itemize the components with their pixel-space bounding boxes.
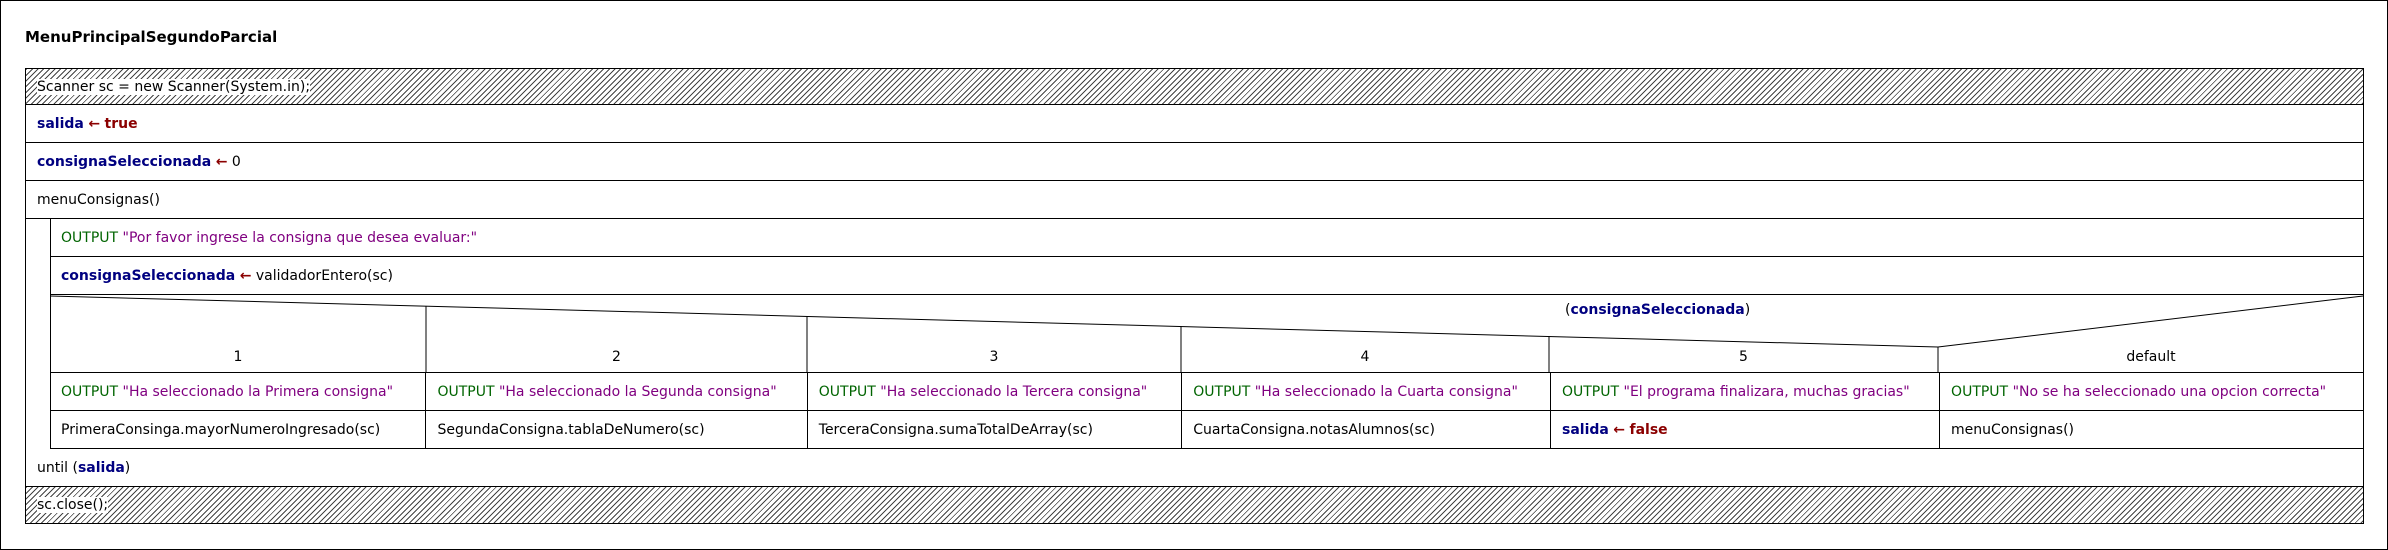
case-output-row: OUTPUT "Ha seleccionado la Primera consi… (50, 373, 2364, 411)
assign-arrow-icon: ← (215, 153, 228, 170)
init-salida: salida ← true (25, 105, 2364, 143)
call-menu-text: menuConsignas() (37, 191, 160, 208)
diagram-title: MenuPrincipalSegundoParcial (25, 28, 278, 46)
scanner-statement: Scanner sc = new Scanner(System.in); (25, 68, 2364, 105)
case-default-action: menuConsignas() (1939, 411, 2363, 448)
case-label-5: 5 (1739, 349, 1748, 365)
init-salida-value: true (104, 115, 138, 132)
output-keyword: OUTPUT (61, 229, 119, 246)
switch-diagonal-lines (50, 295, 2364, 373)
case-label-4: 4 (1360, 349, 1370, 365)
loop-body-bar (25, 218, 51, 449)
until-keyword: until (37, 459, 69, 476)
output-prompt-text: "Por favor ingrese la consigna que desea… (122, 229, 478, 246)
case-4-action: CuartaConsigna.notasAlumnos(sc) (1181, 411, 1550, 448)
output-prompt: OUTPUT "Por favor ingrese la consigna qu… (50, 219, 2364, 257)
init-salida-var: salida (37, 115, 84, 132)
case-3-output: OUTPUT "Ha seleccionado la Tercera consi… (806, 373, 1182, 410)
assign-consigna: consignaSeleccionada ← validadorEntero(s… (50, 257, 2364, 295)
case-1-action: PrimeraConsinga.mayorNumeroIngresado(sc) (61, 421, 381, 438)
case-2-output: OUTPUT "Ha seleccionado la Segunda consi… (425, 373, 806, 410)
case-action-row: PrimeraConsinga.mayorNumeroIngresado(sc)… (50, 411, 2364, 449)
case-default-output: OUTPUT "No se ha seleccionado una opcion… (1939, 373, 2363, 410)
case-label-2: 2 (612, 349, 621, 365)
case-3-action: TerceraConsigna.sumaTotalDeArray(sc) (806, 411, 1182, 448)
case-1-output: OUTPUT "Ha seleccionado la Primera consi… (61, 383, 394, 400)
case-label-1: 1 (233, 349, 243, 365)
switch-var: consignaSeleccionada (1570, 302, 1745, 318)
assign-consigna-var: consignaSeleccionada (61, 267, 236, 284)
init-consigna-var: consignaSeleccionada (37, 153, 212, 170)
case-label-3: 3 (989, 349, 999, 365)
switch-header: (consignaSeleccionada) 1 2 3 4 5 default (50, 295, 2364, 373)
until-var: salida (77, 459, 125, 476)
call-menu-consignas: menuConsignas() (25, 181, 2364, 219)
init-consigna-value: 0 (231, 153, 241, 170)
case-label-default: default (2126, 349, 2176, 365)
scanner-text: Scanner sc = new Scanner(System.in); (37, 78, 311, 95)
switch-expression: (consignaSeleccionada) (1565, 302, 1751, 318)
close-text: sc.close(); (37, 497, 109, 513)
case-5-action: salida ← false (1549, 411, 1939, 448)
init-consigna: consignaSeleccionada ← 0 (25, 143, 2364, 181)
assign-arrow-icon: ← (88, 115, 101, 132)
loop-until: until (salida) (25, 449, 2364, 487)
case-4-output: OUTPUT "Ha seleccionado la Cuarta consig… (1181, 373, 1550, 410)
case-5-output: OUTPUT "El programa finalizara, muchas g… (1549, 373, 1939, 410)
assign-consigna-call: validadorEntero(sc) (255, 267, 393, 284)
assign-arrow-icon: ← (239, 267, 252, 284)
assign-arrow-icon: ← (1613, 421, 1626, 438)
case-2-action: SegundaConsigna.tablaDeNumero(sc) (425, 411, 806, 448)
close-statement: sc.close(); (25, 487, 2364, 524)
